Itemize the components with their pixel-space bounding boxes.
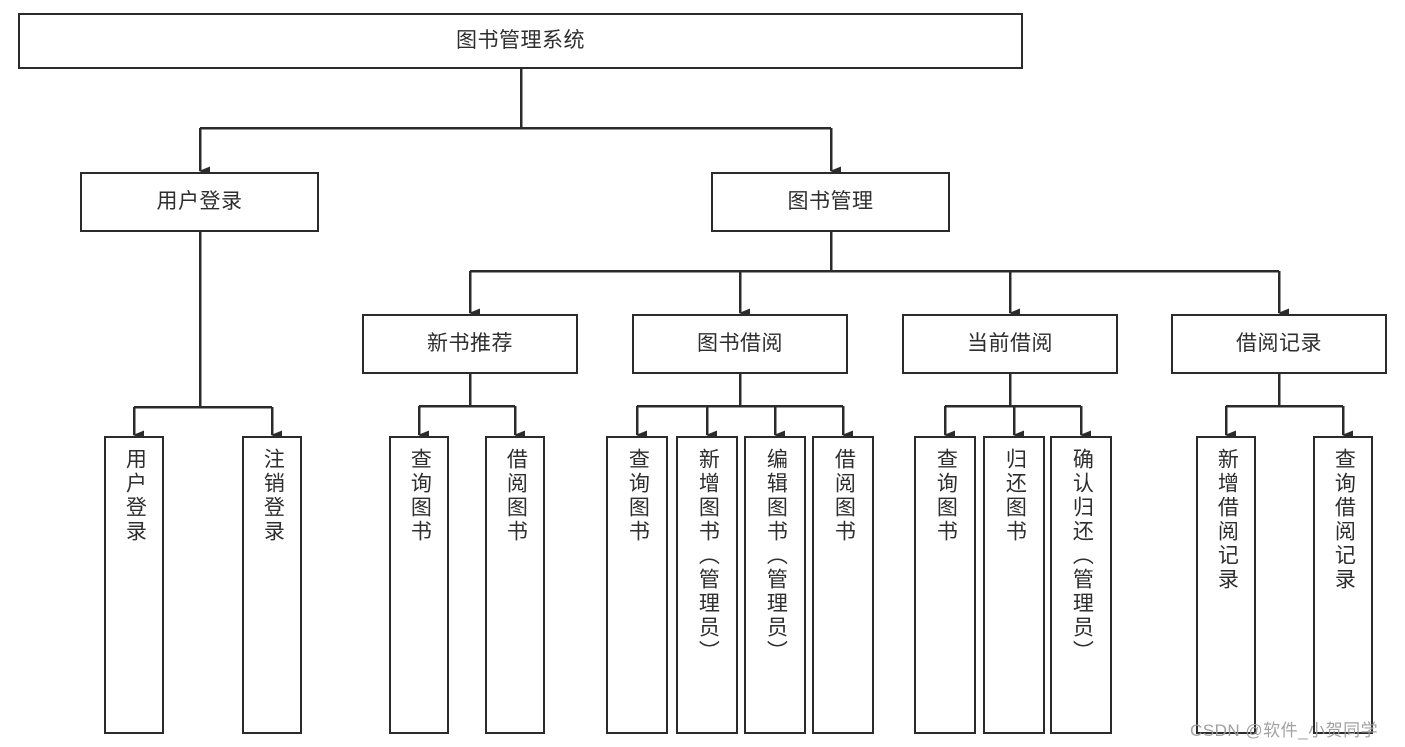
node-label: 图书管理系统	[456, 28, 585, 52]
node-leaf-user-logout[interactable]: 注销登录	[242, 436, 302, 734]
node-leaf-book-edit[interactable]: 编辑图书（管理员）	[744, 436, 806, 734]
node-label: 新书推荐	[427, 331, 513, 355]
node-label: 用户登录	[123, 448, 147, 544]
node-leaf-borrow-query[interactable]: 查询图书	[606, 436, 668, 734]
edge-group	[132, 69, 1353, 440]
node-label: 借阅图书	[504, 448, 528, 544]
node-label: 借阅记录	[1236, 331, 1322, 355]
node-book-borrow[interactable]: 图书借阅	[632, 314, 848, 374]
node-label: 新增借阅记录	[1215, 448, 1239, 592]
node-root[interactable]: 图书管理系统	[18, 13, 1023, 69]
node-label: 新增图书（管理员）	[696, 448, 720, 664]
node-leaf-record-add[interactable]: 新增借阅记录	[1196, 436, 1256, 734]
node-new-book-rec[interactable]: 新书推荐	[362, 314, 578, 374]
node-book-manage[interactable]: 图书管理	[711, 172, 950, 232]
node-leaf-user-login[interactable]: 用户登录	[104, 436, 164, 734]
node-label: 注销登录	[261, 448, 285, 544]
node-label: 查询借阅记录	[1332, 448, 1356, 592]
node-label: 图书管理	[787, 189, 874, 213]
node-leaf-cur-query[interactable]: 查询图书	[914, 436, 976, 734]
node-label: 查询图书	[626, 448, 650, 544]
node-label: 编辑图书（管理员）	[764, 448, 788, 664]
node-user-login[interactable]: 用户登录	[80, 172, 319, 232]
node-label: 借阅图书	[832, 448, 856, 544]
node-leaf-record-query[interactable]: 查询借阅记录	[1313, 436, 1373, 734]
node-label: 用户登录	[156, 189, 243, 213]
node-label: 查询图书	[934, 448, 958, 544]
node-label: 归还图书	[1003, 448, 1027, 544]
node-label: 查询图书	[408, 448, 432, 544]
node-label: 当前借阅	[967, 331, 1053, 355]
node-current-borrow[interactable]: 当前借阅	[902, 314, 1118, 374]
node-leaf-book-add[interactable]: 新增图书（管理员）	[676, 436, 738, 734]
node-borrow-record[interactable]: 借阅记录	[1171, 314, 1387, 374]
node-label: 图书借阅	[697, 331, 783, 355]
node-leaf-rec-borrow[interactable]: 借阅图书	[485, 436, 545, 734]
node-leaf-cur-return[interactable]: 归还图书	[983, 436, 1045, 734]
node-leaf-cur-confirm[interactable]: 确认归还（管理员）	[1050, 436, 1112, 734]
watermark-label: CSDN @软件_小贺同学	[1190, 721, 1379, 740]
node-label: 确认归还（管理员）	[1070, 448, 1094, 664]
node-leaf-book-lend[interactable]: 借阅图书	[812, 436, 874, 734]
node-leaf-rec-query[interactable]: 查询图书	[389, 436, 449, 734]
